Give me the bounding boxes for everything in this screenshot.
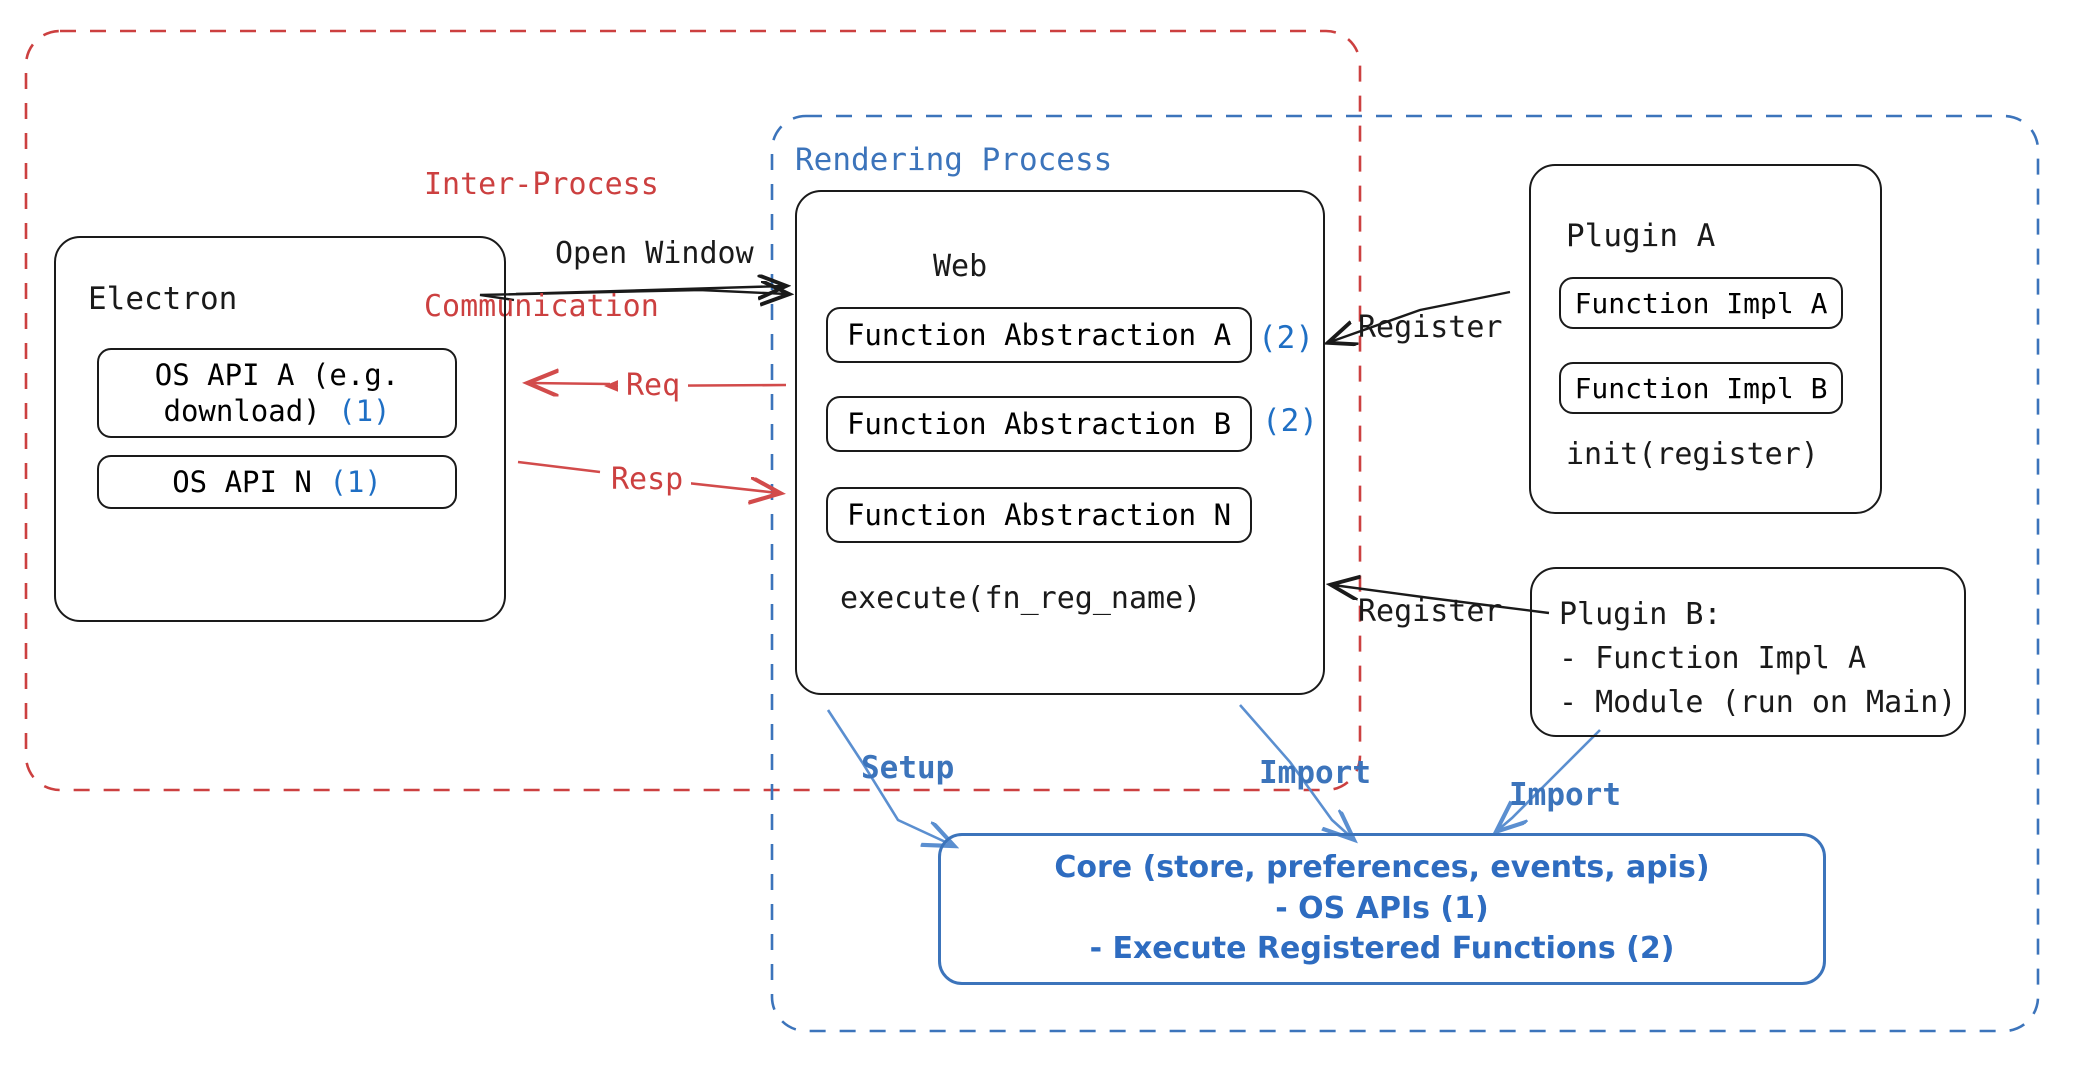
register-top-label: Register (1358, 310, 1503, 345)
function-abstraction-a-marker: (2) (1258, 320, 1314, 356)
plugin-b-title: Plugin B: (1559, 597, 1722, 632)
os-api-a-line1: OS API A (e.g. (154, 357, 400, 392)
electron-title: Electron (88, 281, 238, 317)
os-api-a-marker: (1) (338, 394, 391, 428)
open-window-label: Open Window (555, 236, 754, 271)
web-title: Web (933, 249, 988, 284)
function-abstraction-b-box: Function Abstraction B (826, 396, 1252, 452)
plugin-a-box (1529, 164, 1882, 514)
import-center-label: Import (1259, 755, 1371, 791)
function-abstraction-n-box: Function Abstraction N (826, 487, 1252, 543)
ipc-boundary-label: Inter-Process Communication (424, 167, 659, 324)
web-execute-label: execute(fn_reg_name) (840, 581, 1202, 616)
plugin-a-title: Plugin A (1566, 218, 1716, 254)
os-api-n-box: OS API N (1) (97, 455, 457, 509)
function-abstraction-a-box: Function Abstraction A (826, 307, 1252, 363)
resp-label: Resp (603, 462, 692, 497)
rendering-process-label: Rendering Process (795, 142, 1113, 178)
plugin-b-item-1: - Module (run on Main) (1559, 685, 1957, 720)
function-impl-a-box: Function Impl A (1559, 277, 1843, 329)
core-line-0: Core (store, preferences, events, apis) (1054, 850, 1710, 886)
plugin-b-box (1530, 567, 1966, 737)
os-api-a-line2: download) (163, 394, 321, 428)
core-box: Core (store, preferences, events, apis) … (938, 833, 1826, 985)
plugin-b-item-0: - Function Impl A (1559, 641, 1867, 676)
os-api-a-box: OS API A (e.g. download) (1) (97, 348, 457, 438)
core-line-2: - Execute Registered Functions (2) (1089, 931, 1675, 967)
register-bottom-label: Register (1358, 594, 1503, 629)
plugin-a-init-label: init(register) (1566, 437, 1819, 472)
import-right-label: Import (1509, 777, 1621, 813)
function-abstraction-b-marker: (2) (1262, 403, 1318, 439)
req-label: Req (618, 368, 689, 403)
electron-box (54, 236, 506, 622)
resp-arrow (517, 460, 601, 474)
core-line-1: - OS APIs (1) (1275, 890, 1489, 926)
function-impl-b-box: Function Impl B (1559, 362, 1843, 414)
web-box (795, 190, 1325, 695)
setup-label: Setup (861, 750, 955, 786)
os-api-n-label: OS API N (172, 464, 312, 499)
os-api-n-marker: (1) (329, 464, 382, 499)
